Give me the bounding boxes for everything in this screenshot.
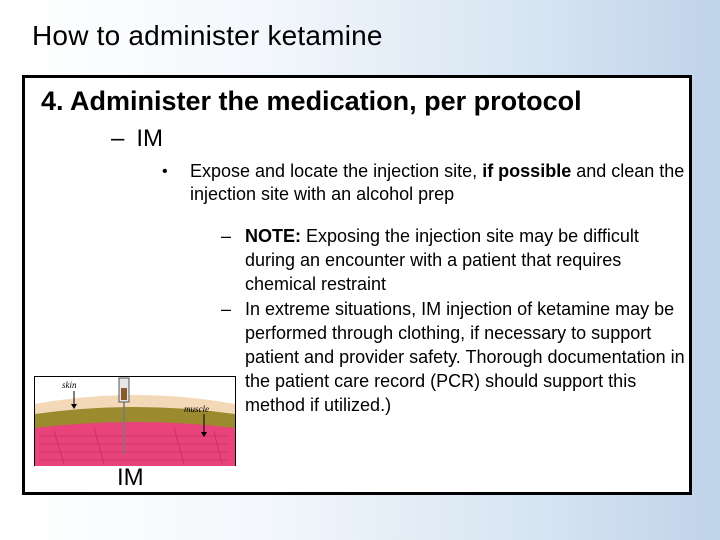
bullet-text-bold: if possible [482, 161, 572, 181]
bullet-text-part2: and clean the injection site with an alc… [190, 161, 685, 204]
subheading-dash: – [111, 125, 125, 152]
note-bold-label: NOTE: [245, 226, 301, 246]
muscle-label: muscle [184, 404, 209, 414]
bullet-text-part1: Expose and locate the injection site, [190, 161, 483, 181]
note-item: – NOTE: Exposing the injection site may … [221, 224, 691, 296]
bullet-icon: • [162, 163, 168, 180]
note-item: – In extreme situations, IM injection of… [221, 297, 691, 417]
subheading-label: IM [136, 125, 164, 152]
note-text: Exposing the injection site may be diffi… [245, 226, 639, 294]
muscle-texture [39, 427, 229, 465]
step-heading: 4. Administer the medication, per protoc… [41, 86, 582, 116]
note-text: In extreme situations, IM injection of k… [245, 299, 685, 415]
skin-label: skin [62, 380, 77, 390]
syringe-medication [121, 388, 127, 400]
diagram-caption: IM [117, 464, 144, 491]
im-injection-diagram: skin muscle [34, 376, 236, 466]
content-box: 4. Administer the medication, per protoc… [22, 75, 692, 495]
slide-title: How to administer ketamine [32, 20, 383, 51]
note-dash: – [221, 226, 232, 246]
bullet-text: Expose and locate the injection site, if… [190, 160, 690, 206]
note-list: – NOTE: Exposing the injection site may … [221, 224, 691, 418]
note-dash: – [221, 299, 232, 319]
route-subheading: –IM [111, 125, 163, 153]
